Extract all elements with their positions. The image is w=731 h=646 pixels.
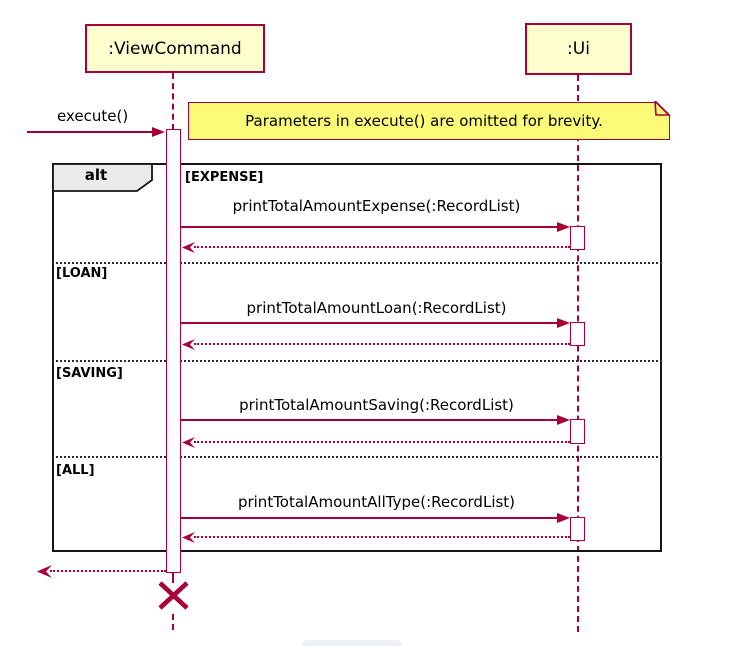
message-label-alltype: printTotalAmountAllType(:RecordList)	[237, 493, 516, 511]
message-arrow-line	[181, 226, 557, 228]
activation-ui	[570, 419, 585, 444]
activation-ui	[570, 517, 585, 541]
lifeline-viewcommand-below-activation	[172, 573, 174, 583]
message-label-saving: printTotalAmountSaving(:RecordList)	[239, 396, 514, 414]
message-arrow-line	[181, 517, 557, 519]
lifeline-ui	[577, 75, 579, 632]
activation-ui	[570, 322, 585, 346]
message-label-loan: printTotalAmountLoan(:RecordList)	[246, 299, 507, 317]
lifeline-viewcommand	[172, 73, 174, 130]
alt-section-divider	[52, 456, 662, 458]
message-label-expense: printTotalAmountExpense(:RecordList)	[232, 197, 521, 215]
guard-label-saving: [SAVING]	[56, 366, 123, 381]
participant-label-viewcommand: :ViewCommand	[108, 38, 242, 59]
execute-message-label: execute()	[57, 107, 129, 125]
alt-frame	[52, 163, 662, 552]
return-arrowhead-icon	[182, 437, 195, 448]
message-arrow-line	[181, 322, 557, 324]
participant-label-ui: :Ui	[567, 39, 590, 59]
guard-label-loan: [LOAN]	[56, 266, 108, 281]
return-arrowhead-icon	[182, 339, 195, 350]
return-arrowhead-icon	[182, 242, 195, 253]
return-arrow-line	[194, 536, 570, 538]
final-return-arrow-line	[50, 570, 166, 572]
execute-arrow-line	[27, 131, 152, 133]
execute-arrowhead-icon	[152, 127, 165, 137]
activation-ui	[570, 226, 585, 250]
message-arrowhead-icon	[557, 318, 570, 328]
note-fold-icon	[653, 101, 671, 118]
return-arrow-line	[194, 246, 570, 248]
message-arrowhead-icon	[557, 513, 570, 523]
alt-section-divider	[52, 360, 662, 362]
participant-box-ui: :Ui	[525, 23, 632, 75]
note-text: Parameters in execute() are omitted for …	[245, 112, 603, 130]
return-arrow-line	[194, 343, 570, 345]
return-arrowhead-icon	[182, 532, 195, 543]
lifeline-viewcommand-below-destroy	[172, 614, 174, 630]
note: Parameters in execute() are omitted for …	[188, 101, 671, 140]
guard-label-all: [ALL]	[56, 463, 95, 478]
bottom-edge-artifact	[302, 640, 402, 646]
alt-operator-label: alt	[84, 166, 108, 184]
guard-label-expense: [EXPENSE]	[185, 170, 264, 185]
message-arrowhead-icon	[557, 415, 570, 425]
participant-box-viewcommand: :ViewCommand	[85, 24, 265, 73]
alt-section-divider	[52, 262, 662, 264]
message-arrowhead-icon	[557, 222, 570, 232]
activation-viewcommand	[166, 129, 181, 573]
destroy-x-icon	[158, 581, 189, 610]
message-arrow-line	[181, 419, 557, 421]
return-arrow-line	[194, 441, 570, 443]
final-return-arrowhead-icon	[37, 565, 52, 578]
alt-operator-pentagon	[53, 164, 153, 192]
